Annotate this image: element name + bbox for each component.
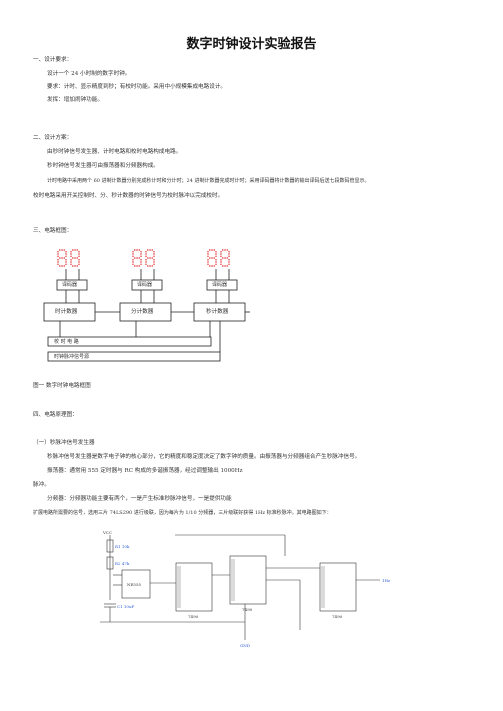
- output-label: 1Hz: [382, 578, 391, 583]
- adjust-circuit: 校 时 电 路: [54, 339, 79, 345]
- decoder-minutes: 译码器: [137, 282, 153, 288]
- capacitor-label: C1 10uF: [117, 604, 135, 609]
- chip-7490-1-label: 7490: [188, 614, 199, 619]
- section-4-para-5: 扩展电路所需要的信号，选用三片 74LS290 进行级联，因为每片为 1/10 …: [33, 510, 332, 516]
- decoder-seconds: 译码器: [212, 282, 228, 288]
- section-2-line-4: 校时电路采用开关控制时、分、秒计数器的时钟信号为校时脉冲以完成校时。: [33, 193, 224, 199]
- section-2-line-1: 由秒时钟信号发生器、计时电路和校时电路构成电路。: [47, 149, 182, 155]
- section-1-line-3: 发挥：增加闹钟功能。: [47, 97, 103, 103]
- section-2-line-2: 秒时钟信号发生器可由振荡器和分频器构成。: [47, 163, 159, 169]
- chip-7490-2-label: 7490: [242, 607, 253, 612]
- resistor-1-label: R1 10k: [115, 544, 130, 549]
- counter-hours: 时计数器: [55, 309, 78, 315]
- section-4-heading: 四、电路原理图：: [33, 412, 78, 418]
- section-2-line-3: 计时电路中采用两个 60 进制计数器分别完成秒计时和分计时；24 进制计数器完成…: [47, 178, 370, 184]
- section-2-heading: 二、设计方案：: [33, 135, 73, 141]
- section-1-line-2: 要求：计时、显示精度到秒；有校时功能。采用中小规模集成电路设计。: [47, 84, 227, 90]
- vcc-label: VCC: [103, 530, 113, 535]
- ground-label: GND: [240, 643, 250, 648]
- resistor-2-label: R2 47k: [115, 561, 130, 566]
- counter-minutes: 分计数器: [131, 309, 154, 315]
- figure-caption: 图一 数字时钟电路框图: [33, 383, 91, 389]
- decoder-hours: 译码器: [62, 282, 78, 288]
- chip-555-label: NE555: [127, 582, 142, 587]
- section-4-para-4: 分频器：分频器功能主要有两个，一是产生标准秒脉冲信号，一是提供功能: [47, 496, 232, 502]
- clock-source: 时钟脉冲信号源: [54, 354, 90, 360]
- section-4-para-2: 振荡器：通常用 555 定时器与 RC 构成的多谐振荡器，经过调整输出 1000…: [47, 468, 243, 474]
- section-4-para-3: 脉冲。: [33, 482, 50, 488]
- page-title: 数字时钟设计实验报告: [186, 37, 317, 52]
- chip-7490-3-label: 7490: [332, 614, 343, 619]
- counter-seconds: 秒计数器: [206, 309, 229, 315]
- section-3-heading: 三、电路框图：: [33, 228, 73, 234]
- section-4-subheading: （一）秒脉冲信号发生器: [33, 440, 95, 446]
- section-1-line-1: 设计一个 24 小时制的数字时钟。: [47, 71, 131, 77]
- section-4-para-1: 秒脉冲信号发生器是数字电子钟的核心部分，它的精度和稳定度决定了数字钟的质量。由振…: [47, 454, 361, 460]
- section-1-heading: 一、设计要求：: [33, 57, 73, 63]
